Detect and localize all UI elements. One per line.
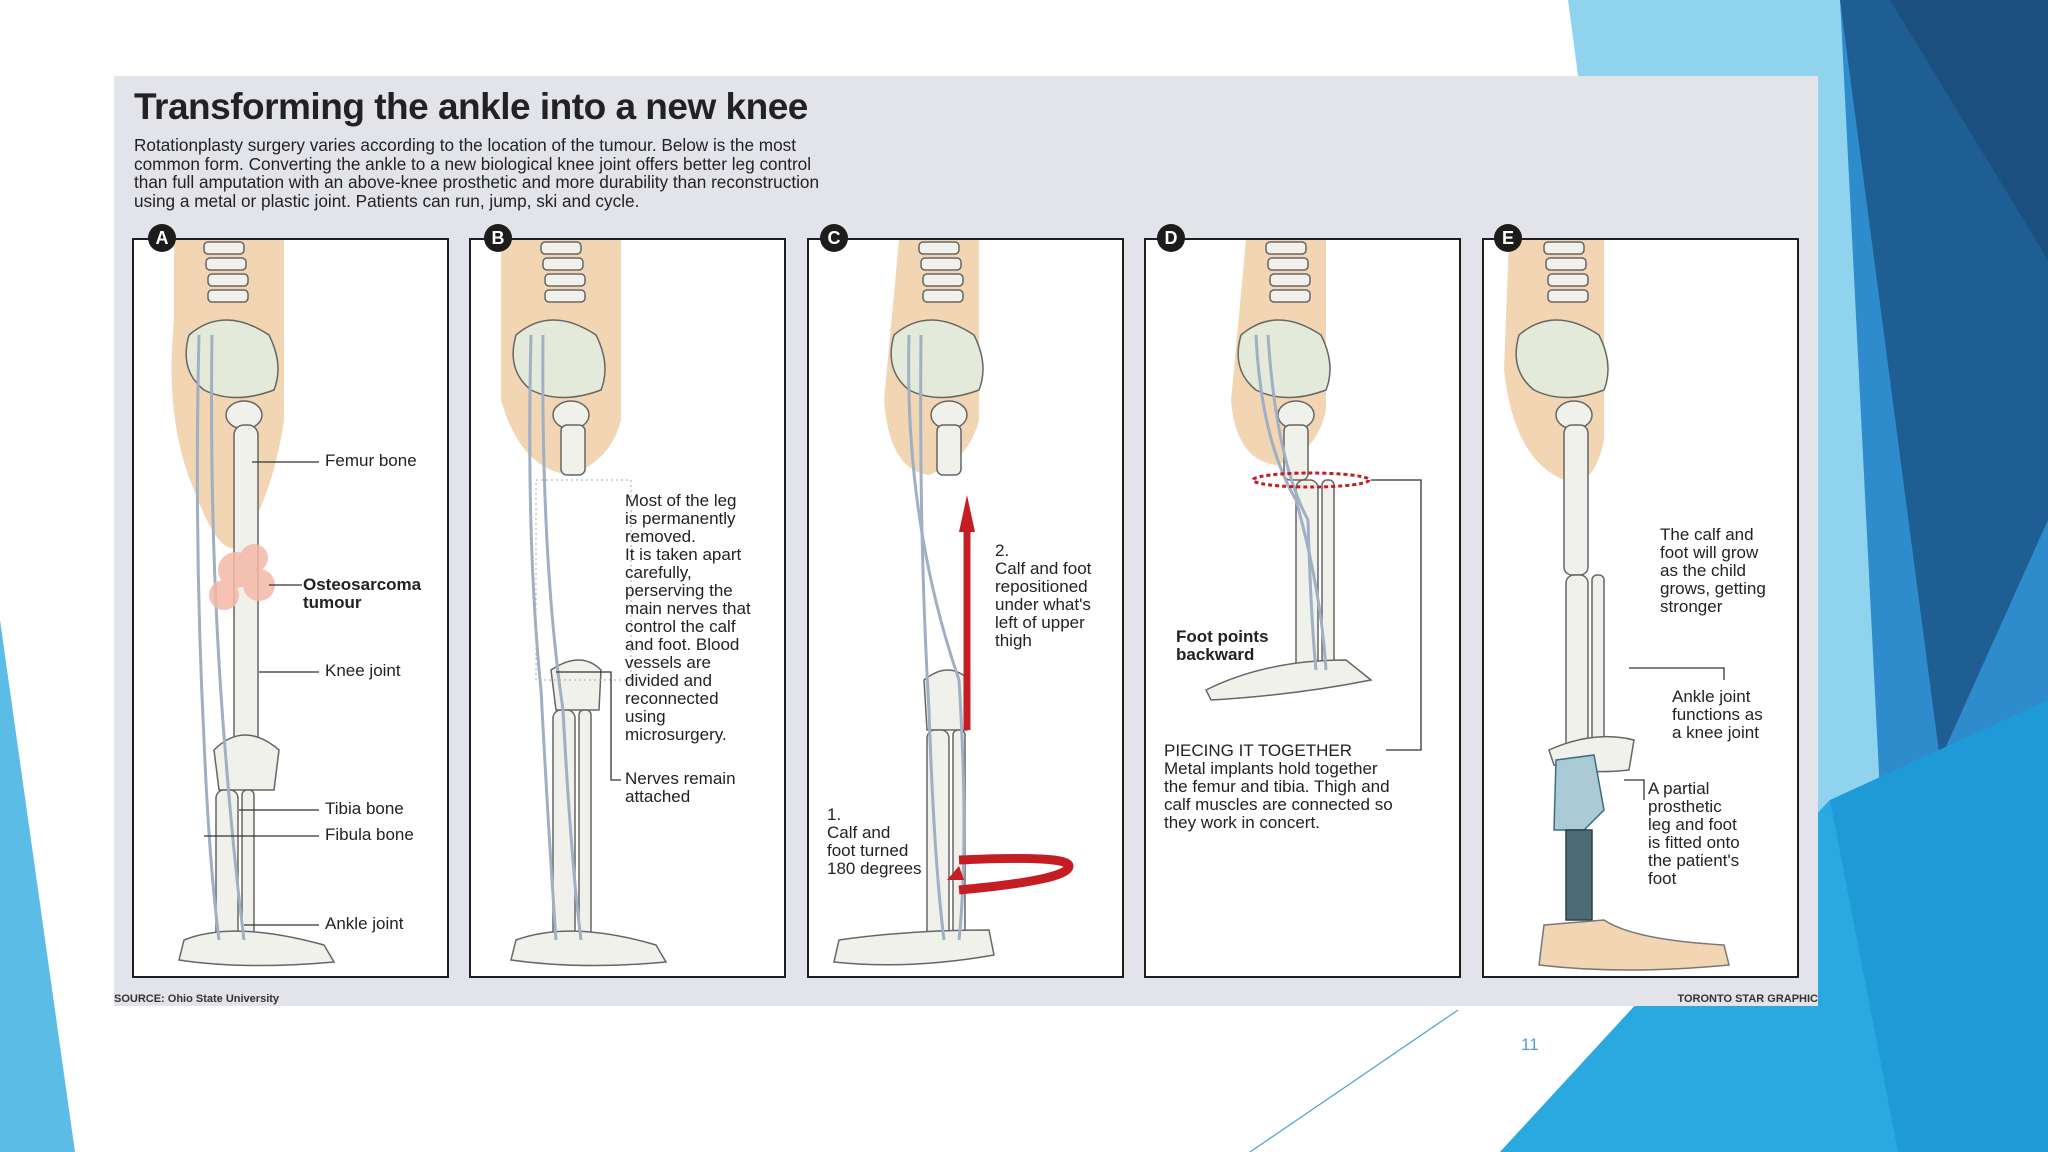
piecing-line: the femur and tibia. Thigh and	[1164, 777, 1390, 796]
removal-line: reconnected	[625, 689, 719, 708]
removal-line: vessels are	[625, 653, 711, 672]
prosthetic-line: leg and foot	[1648, 815, 1737, 834]
step2-line: left of upper	[995, 613, 1085, 632]
panel-a: Femur bone Osteosarcoma tumour Knee join…	[132, 238, 449, 978]
prosthetic-line: prosthetic	[1648, 797, 1722, 816]
prosthetic-line: foot	[1648, 869, 1677, 888]
removal-line: carefully,	[625, 563, 692, 582]
growth-line: The calf and	[1660, 525, 1754, 544]
step2-line: under what's	[995, 595, 1091, 614]
ankle-knee-line: a knee joint	[1672, 723, 1759, 742]
foot-points-line: backward	[1176, 645, 1255, 664]
removal-line: perserving the	[625, 581, 733, 600]
knee-joint-label: Knee joint	[325, 661, 401, 680]
removal-line: main nerves that	[625, 599, 751, 618]
piecing-line: they work in concert.	[1164, 813, 1320, 832]
decor-line	[1249, 1009, 1459, 1152]
prosthetic-line: the patient's	[1648, 851, 1740, 870]
femur-bone-label: Femur bone	[325, 451, 417, 470]
removal-line: is permanently	[625, 509, 736, 528]
removal-description: Most of the leg is permanently removed. …	[625, 492, 751, 744]
nerves-line: Nerves remain	[625, 769, 736, 788]
growth-line: stronger	[1660, 597, 1723, 616]
piecing-line: calf muscles are connected so	[1164, 795, 1393, 814]
ankle-knee-line: Ankle joint	[1672, 687, 1751, 706]
step1-line: 1.	[827, 805, 842, 824]
foot-points-label: Foot points backward	[1176, 628, 1269, 664]
step2-line: repositioned	[995, 577, 1088, 596]
fibula-bone-label: Fibula bone	[325, 825, 414, 844]
intro-line: using a metal or plastic joint. Patients…	[134, 190, 640, 211]
nerves-label: Nerves remain attached	[625, 770, 736, 806]
panel-badge: C	[820, 224, 848, 252]
growth-line: foot will grow	[1660, 543, 1759, 562]
removal-line: It is taken apart	[625, 545, 742, 564]
step1-line: 180 degrees	[827, 859, 922, 878]
tumour-label-line: Osteosarcoma	[303, 575, 422, 594]
prosthetic-line: A partial	[1648, 779, 1710, 798]
removal-line: using	[625, 707, 666, 726]
piecing-title: PIECING IT TOGETHER	[1164, 741, 1352, 760]
panel-d: Foot points backward PIECING IT TOGETHER…	[1144, 238, 1461, 978]
osteosarcoma-label: Osteosarcoma tumour	[303, 576, 421, 612]
nerves-line: attached	[625, 787, 691, 806]
growth-label: The calf and foot will grow as the child…	[1660, 526, 1766, 616]
panel-badge: A	[148, 224, 176, 252]
leg-anatomy-illustration	[501, 240, 668, 967]
intro-line: common form. Converting the ankle to a n…	[134, 153, 812, 174]
leg-anatomy-illustration	[1504, 240, 1730, 971]
step1-label: 1. Calf and foot turned 180 degrees	[827, 806, 922, 878]
leg-anatomy-illustration	[833, 240, 1074, 966]
foot-points-line: Foot points	[1176, 627, 1269, 646]
tumour-label-line: tumour	[303, 593, 362, 612]
right-accent-deep	[1890, 0, 2048, 260]
step2-line: 2.	[995, 541, 1010, 560]
leg-anatomy-illustration	[1204, 240, 1422, 751]
prosthetic-label: A partial prosthetic leg and foot is fit…	[1648, 780, 1740, 888]
leg-anatomy-illustration	[171, 240, 336, 967]
removal-line: divided and	[625, 671, 712, 690]
panel-e: The calf and foot will grow as the child…	[1482, 238, 1799, 978]
tibia-bone-label: Tibia bone	[325, 799, 404, 818]
panel-badge: B	[484, 224, 512, 252]
step2-line: thigh	[995, 631, 1032, 650]
intro-line: than full amputation with an above-knee …	[134, 172, 820, 193]
slide-number: 11	[1521, 1035, 1539, 1054]
growth-line: as the child	[1660, 561, 1746, 580]
infographic-intro: Rotationplasty surgery varies according …	[134, 136, 1014, 210]
rotationplasty-infographic: Transforming the ankle into a new knee R…	[114, 76, 1818, 1006]
step2-label: 2. Calf and foot repositioned under what…	[995, 542, 1091, 650]
intro-line: Rotationplasty surgery varies according …	[134, 135, 797, 155]
left-accent-shape	[0, 620, 75, 1152]
panel-badge: E	[1494, 224, 1522, 252]
step1-line: Calf and	[827, 823, 891, 842]
ankle-knee-label: Ankle joint functions as a knee joint	[1672, 688, 1763, 742]
ankle-knee-line: functions as	[1672, 705, 1763, 724]
removal-line: removed.	[625, 527, 696, 546]
piecing-together-note: PIECING IT TOGETHER Metal implants hold …	[1164, 742, 1393, 832]
removal-line: and foot. Blood	[625, 635, 740, 654]
step2-line: Calf and foot	[995, 559, 1092, 578]
panel-c: 2. Calf and foot repositioned under what…	[807, 238, 1124, 978]
growth-line: grows, getting	[1660, 579, 1766, 598]
ankle-joint-label: Ankle joint	[325, 914, 404, 933]
removal-line: control the calf	[625, 617, 736, 636]
panel-badge: D	[1157, 224, 1185, 252]
removal-line: microsurgery.	[625, 725, 727, 744]
right-accent-dark	[1840, 0, 2048, 760]
graphic-credit: TORONTO STAR GRAPHIC	[1677, 993, 1818, 1005]
infographic-title: Transforming the ankle into a new knee	[134, 86, 808, 127]
prosthetic-line: is fitted onto	[1648, 833, 1740, 852]
removal-line: Most of the leg	[625, 491, 737, 510]
piecing-line: Metal implants hold together	[1164, 759, 1378, 778]
source-note: SOURCE: Ohio State University	[114, 993, 280, 1005]
panel-b: Most of the leg is permanently removed. …	[469, 238, 786, 978]
step1-line: foot turned	[827, 841, 909, 860]
